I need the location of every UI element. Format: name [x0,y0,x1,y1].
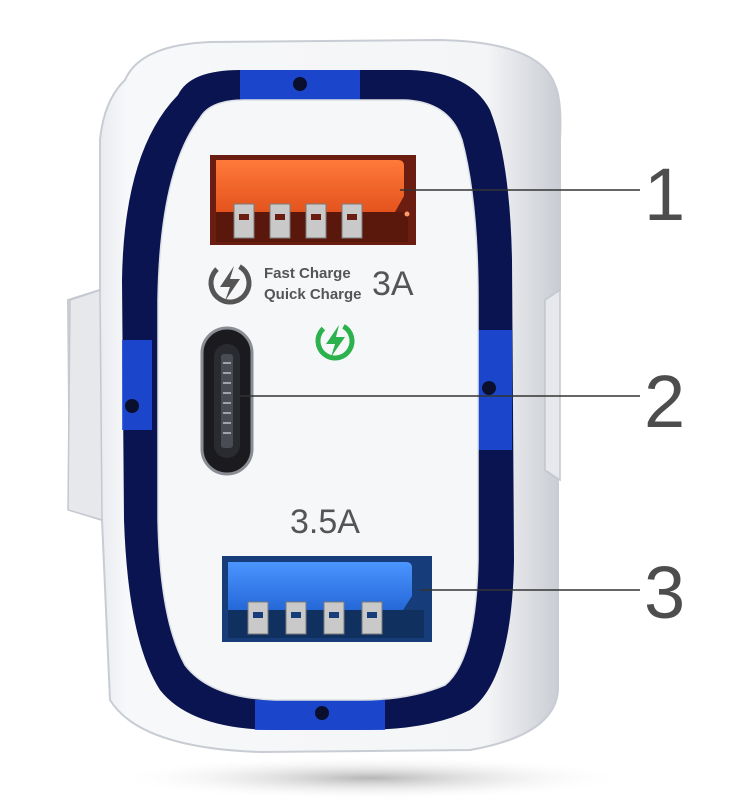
green-lightning-bolt-icon [315,321,355,361]
fast-charge-label: Fast Charge [264,265,351,282]
faceplate [157,99,479,701]
top-port-rating: 3A [372,265,414,303]
callout-number-3: 3 [644,551,686,634]
callout-number-1: 1 [644,153,686,236]
left-tab [67,288,103,522]
bottom-port-rating: 3.5A [290,503,360,541]
lightning-bolt-circle-icon [208,261,252,305]
right-tab [544,288,561,482]
screw-top [293,77,307,91]
usb-a-port-blue [222,556,432,642]
ring-light-left [122,340,152,430]
quick-charge-label: Quick Charge [264,286,362,303]
usb-a-port-orange [210,155,416,245]
screw-right [482,381,496,395]
callout-number-2: 2 [644,360,686,443]
screw-left [125,399,139,413]
screw-bottom [315,706,329,720]
usb-c-port [200,326,254,476]
drop-shadow [110,756,630,800]
